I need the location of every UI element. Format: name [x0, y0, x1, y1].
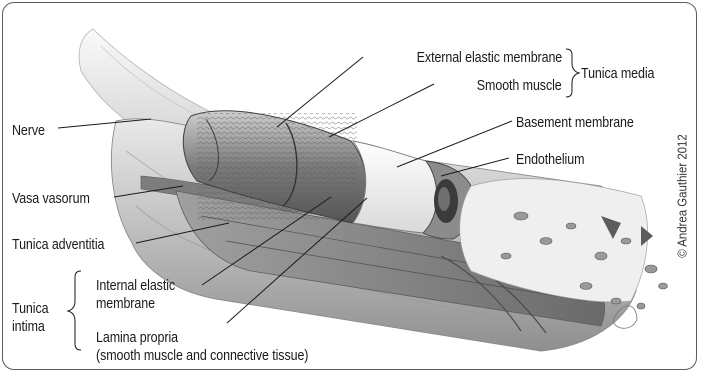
diagram-frame: External elastic membrane Smooth muscle …: [2, 2, 697, 370]
copyright-credit: © Andrea Gauthier 2012: [675, 134, 690, 258]
label-internal-elastic-line1: Internal elastic: [96, 278, 175, 295]
label-lamina-propria-line1: Lamina propria: [96, 330, 178, 347]
blood-vessel-illustration: [3, 3, 697, 370]
label-tunica-media: Tunica media: [581, 66, 654, 83]
basement-membrane-shape: [353, 141, 437, 233]
label-tunica-adventitia: Tunica adventitia: [12, 237, 104, 254]
label-lamina-propria-line2: (smooth muscle and connective tissue): [96, 348, 308, 365]
label-vasa-vasorum: Vasa vasorum: [12, 191, 90, 208]
label-nerve: Nerve: [12, 123, 45, 140]
label-endothelium: Endothelium: [516, 152, 584, 169]
label-tunica-intima-line2: intima: [12, 319, 45, 336]
label-external-elastic-membrane: External elastic membrane: [417, 50, 562, 67]
label-smooth-muscle: Smooth muscle: [477, 78, 562, 95]
label-tunica-intima-line1: Tunica: [12, 301, 48, 318]
label-internal-elastic-line2: membrane: [96, 296, 155, 313]
label-basement-membrane: Basement membrane: [516, 115, 634, 132]
